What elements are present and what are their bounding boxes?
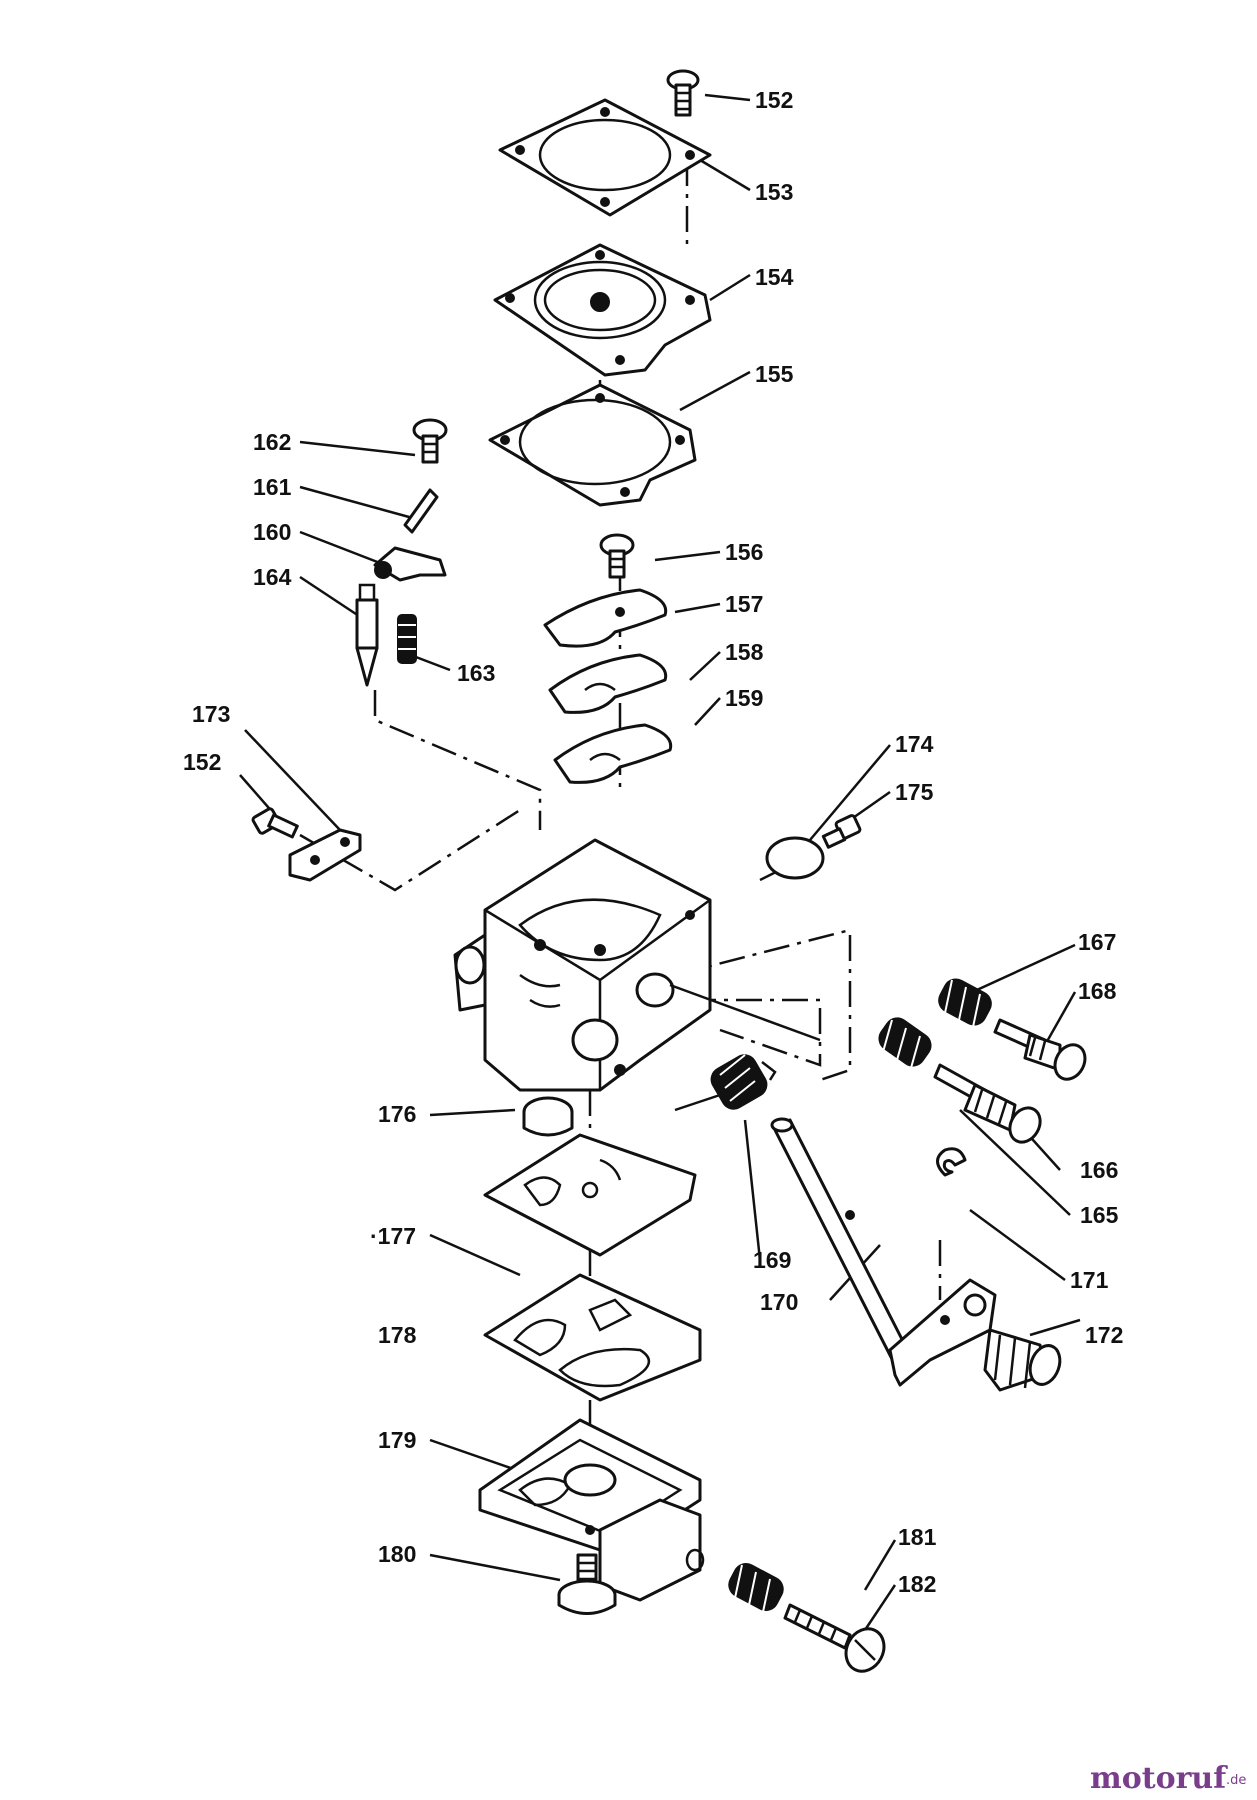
gasket-178	[483, 1273, 702, 1402]
lever-160	[373, 546, 447, 582]
label-155: 155	[755, 361, 794, 387]
callout-labels: 152 153 154 155 162 161 160 164 163 156 …	[183, 87, 1123, 1597]
label-171: 171	[1070, 1267, 1109, 1293]
gasket-155	[488, 383, 697, 507]
pin-161	[403, 488, 439, 534]
clip-171	[936, 1147, 967, 1177]
plate-173	[288, 828, 362, 882]
label-161: 161	[253, 474, 292, 500]
label-179: 179	[378, 1427, 416, 1453]
spring-163	[397, 614, 417, 664]
screw-175	[821, 814, 862, 849]
label-177: ·177	[370, 1223, 416, 1249]
label-180: 180	[378, 1541, 416, 1567]
gasket-177	[483, 1133, 697, 1257]
screw-180	[557, 1553, 617, 1615]
screw-168	[993, 1018, 1087, 1081]
label-167: 167	[1078, 929, 1116, 955]
label-176: 176	[378, 1101, 416, 1127]
label-174: 174	[895, 731, 934, 757]
label-165: 165	[1080, 1202, 1119, 1228]
label-178: 178	[378, 1322, 417, 1348]
label-153: 153	[755, 179, 793, 205]
needle-164	[355, 583, 379, 687]
screw-152-top	[666, 69, 700, 117]
label-175: 175	[895, 779, 934, 805]
spring-167	[938, 978, 992, 1028]
cover-179	[478, 1418, 705, 1602]
label-181: 181	[898, 1524, 937, 1550]
diaphragm-154	[493, 243, 712, 377]
watermark-suffix: .de	[1226, 1773, 1246, 1788]
nut-172	[983, 1328, 1062, 1392]
screw-152-left	[251, 807, 299, 839]
cover-153	[498, 98, 712, 217]
label-168: 168	[1078, 978, 1117, 1004]
label-160: 160	[253, 519, 291, 545]
plate-158	[548, 653, 668, 714]
screw-182	[783, 1603, 886, 1673]
throttle-shaft-170	[669, 983, 997, 1387]
plug-176	[522, 1096, 574, 1137]
screw-166	[933, 1063, 1042, 1144]
label-154: 154	[755, 264, 794, 290]
watermark-logo: motoruf .de	[1090, 1761, 1246, 1796]
label-152-top: 152	[755, 87, 793, 113]
label-152-left: 152	[183, 749, 221, 775]
label-182: 182	[898, 1571, 936, 1597]
watermark-name: motoruf	[1090, 1761, 1228, 1796]
label-170: 170	[760, 1289, 798, 1315]
disc-174	[765, 836, 825, 880]
spring-181	[728, 1563, 784, 1613]
label-164: 164	[253, 564, 292, 590]
screw-162	[412, 418, 448, 464]
label-162: 162	[253, 429, 291, 455]
spring-165	[878, 1017, 932, 1069]
label-163: 163	[457, 660, 495, 686]
label-157: 157	[725, 591, 763, 617]
plate-157	[543, 588, 668, 648]
carburetor-body	[453, 838, 712, 1092]
screw-156	[599, 533, 635, 579]
spring-169	[674, 1054, 777, 1112]
label-158: 158	[725, 639, 764, 665]
label-159: 159	[725, 685, 763, 711]
label-172: 172	[1085, 1322, 1123, 1348]
plate-159	[553, 723, 673, 784]
label-166: 166	[1080, 1157, 1118, 1183]
label-156: 156	[725, 539, 763, 565]
label-169: 169	[753, 1247, 791, 1273]
label-173: 173	[192, 701, 230, 727]
